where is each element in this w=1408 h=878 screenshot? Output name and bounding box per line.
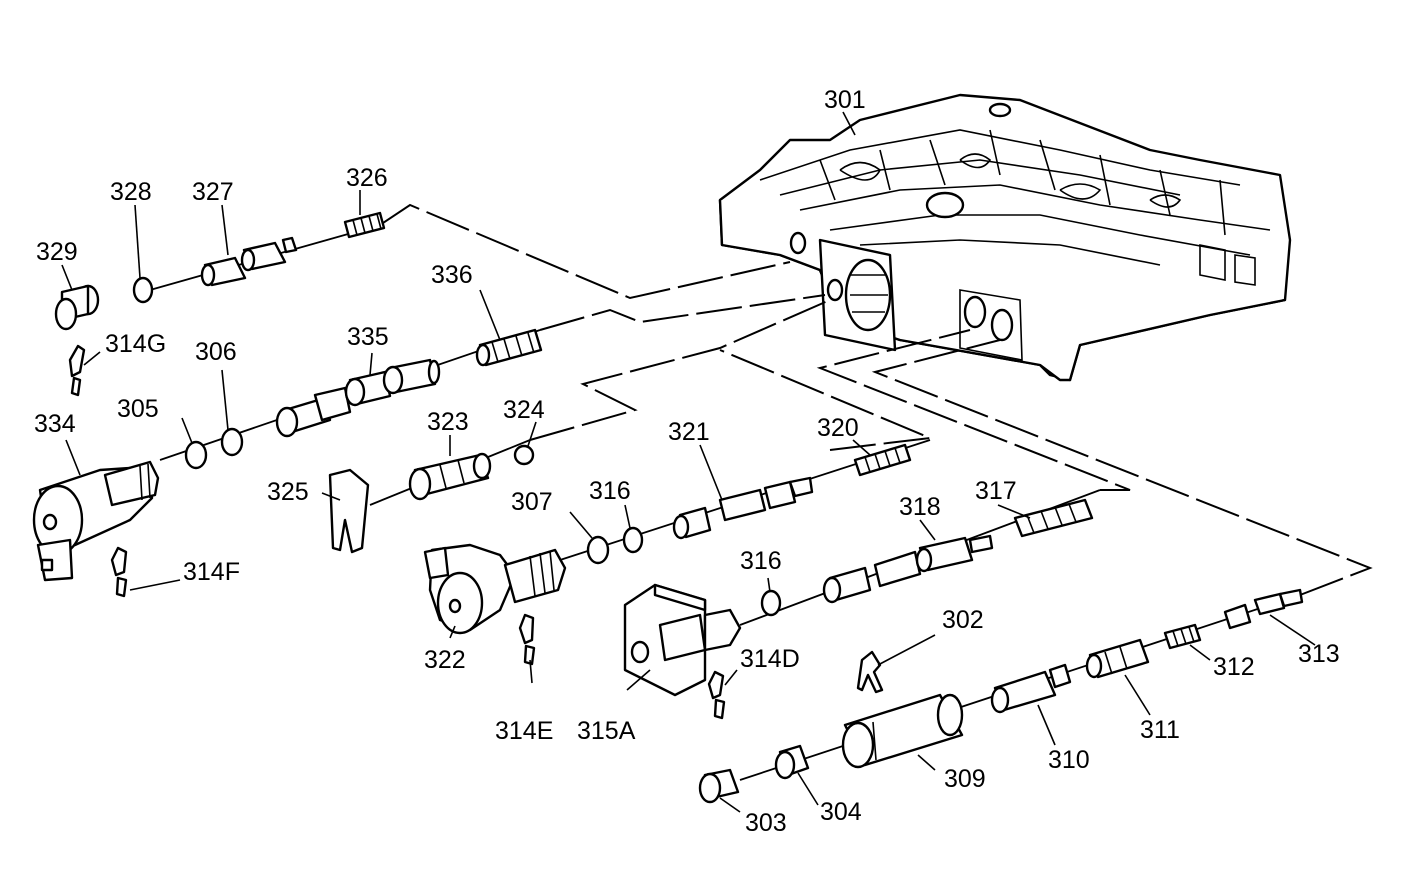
solenoid-334: [32, 460, 160, 582]
guide-lines: [379, 203, 1373, 596]
label-305: 305: [117, 395, 159, 423]
seal-305: [184, 440, 208, 470]
label-314D: 314D: [740, 645, 800, 673]
label-318: 318: [899, 493, 941, 521]
label-314E: 314E: [495, 717, 553, 745]
spring-312: [1163, 623, 1202, 650]
label-316-upper: 316: [589, 477, 631, 505]
label-302: 302: [942, 606, 984, 634]
label-335: 335: [347, 323, 389, 351]
label-317: 317: [975, 477, 1017, 505]
parts-row-4: [423, 439, 931, 666]
label-315A: 315A: [577, 717, 636, 745]
label-314G: 314G: [105, 330, 166, 358]
label-320: 320: [817, 414, 859, 442]
valve-327: [200, 236, 298, 287]
label-303: 303: [745, 809, 787, 837]
label-324: 324: [503, 396, 545, 424]
label-301: 301: [824, 86, 866, 114]
solenoid-315A: [623, 583, 742, 697]
bushing-309: [841, 693, 964, 769]
valve-321: [672, 476, 814, 540]
label-316-lower: 316: [740, 547, 782, 575]
label-307: 307: [511, 488, 553, 516]
parts-row-2: [32, 328, 543, 598]
valve-313: [1223, 588, 1304, 630]
valve-318: [822, 534, 994, 604]
label-323: 323: [427, 408, 469, 436]
solenoid-322: [423, 543, 567, 635]
plug-329: [54, 284, 100, 331]
seal-307: [586, 535, 610, 565]
label-310: 310: [1048, 746, 1090, 774]
part-labels: 301 302 303 304 305 306 307 309 310 311 …: [34, 86, 1340, 837]
clip-314G: [68, 344, 86, 397]
label-326: 326: [346, 164, 388, 192]
ball-324: [513, 444, 535, 466]
label-309: 309: [944, 765, 986, 793]
clip-314E: [518, 613, 536, 666]
spring-336: [475, 328, 543, 367]
label-311: 311: [1140, 716, 1180, 744]
sleeve-304: [774, 744, 810, 780]
label-329: 329: [36, 238, 78, 266]
label-336: 336: [431, 261, 473, 289]
valve-335: [275, 358, 441, 438]
spring-317: [1013, 498, 1094, 538]
label-304: 304: [820, 798, 862, 826]
label-328: 328: [110, 178, 152, 206]
label-306: 306: [195, 338, 237, 366]
seal-316-lower: [760, 589, 782, 617]
valve-body-301: [718, 93, 1292, 382]
parts-row-1: [54, 211, 386, 397]
label-325: 325: [267, 478, 309, 506]
label-327: 327: [192, 178, 234, 206]
parts-row-6: [698, 588, 1304, 804]
retainer-325: [328, 468, 370, 554]
label-334: 334: [34, 410, 76, 438]
parts-row-3: [328, 439, 535, 554]
pin-302: [856, 650, 884, 694]
label-312: 312: [1213, 653, 1255, 681]
leader-lines: [61, 111, 1316, 813]
valve-323: [408, 452, 492, 501]
clip-314F: [110, 546, 128, 598]
parts-row-5: [623, 489, 1101, 720]
plug-303: [698, 768, 740, 804]
label-314F: 314F: [183, 558, 240, 586]
label-321: 321: [668, 418, 710, 446]
valve-311: [1085, 638, 1150, 679]
seal-306: [220, 427, 244, 457]
valve-310: [990, 663, 1072, 714]
seal-316-upper: [622, 526, 644, 554]
clip-314D: [707, 670, 726, 720]
label-322: 322: [424, 646, 466, 674]
label-313: 313: [1298, 640, 1340, 668]
seal-328: [132, 276, 154, 304]
spring-320: [853, 443, 912, 477]
spring-326: [343, 211, 386, 239]
